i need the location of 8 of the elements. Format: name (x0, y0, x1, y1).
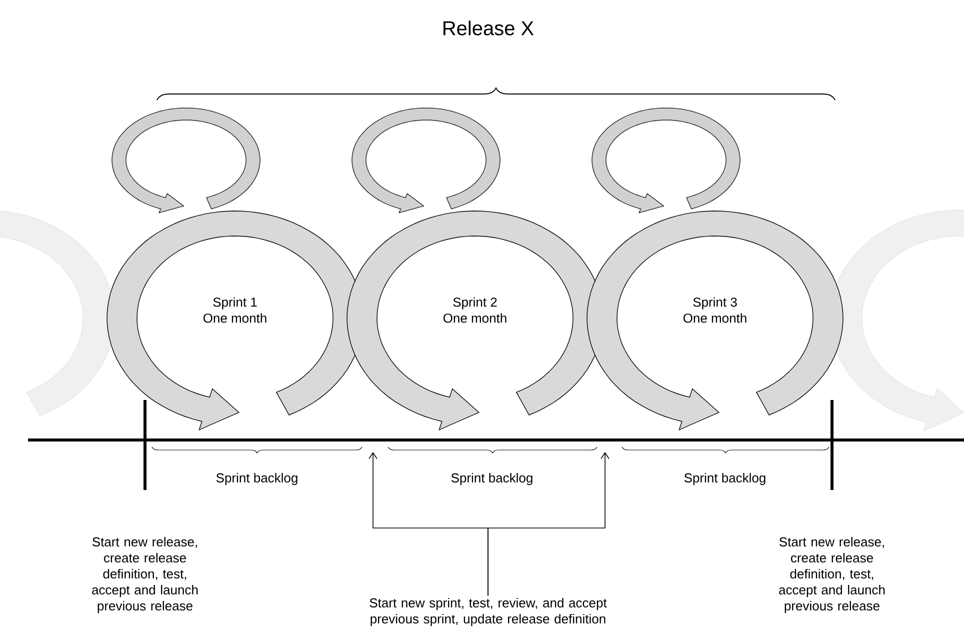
release-note: Start new release, create release definition, test, accept and launch previous release (92, 536, 198, 614)
backlog-label: Sprint backlog (684, 472, 766, 486)
title: Release X (444, 20, 534, 36)
leader-arrow (488, 452, 610, 596)
release-note: Start new release, create release definition, test, accept and launch previous release (779, 536, 885, 614)
backlog-label: Sprint backlog (451, 472, 532, 486)
backlog-label: Sprint backlog (216, 472, 298, 486)
note-text: Start new sprint, test, review, and accept previous sprint, update release definition (370, 598, 607, 626)
